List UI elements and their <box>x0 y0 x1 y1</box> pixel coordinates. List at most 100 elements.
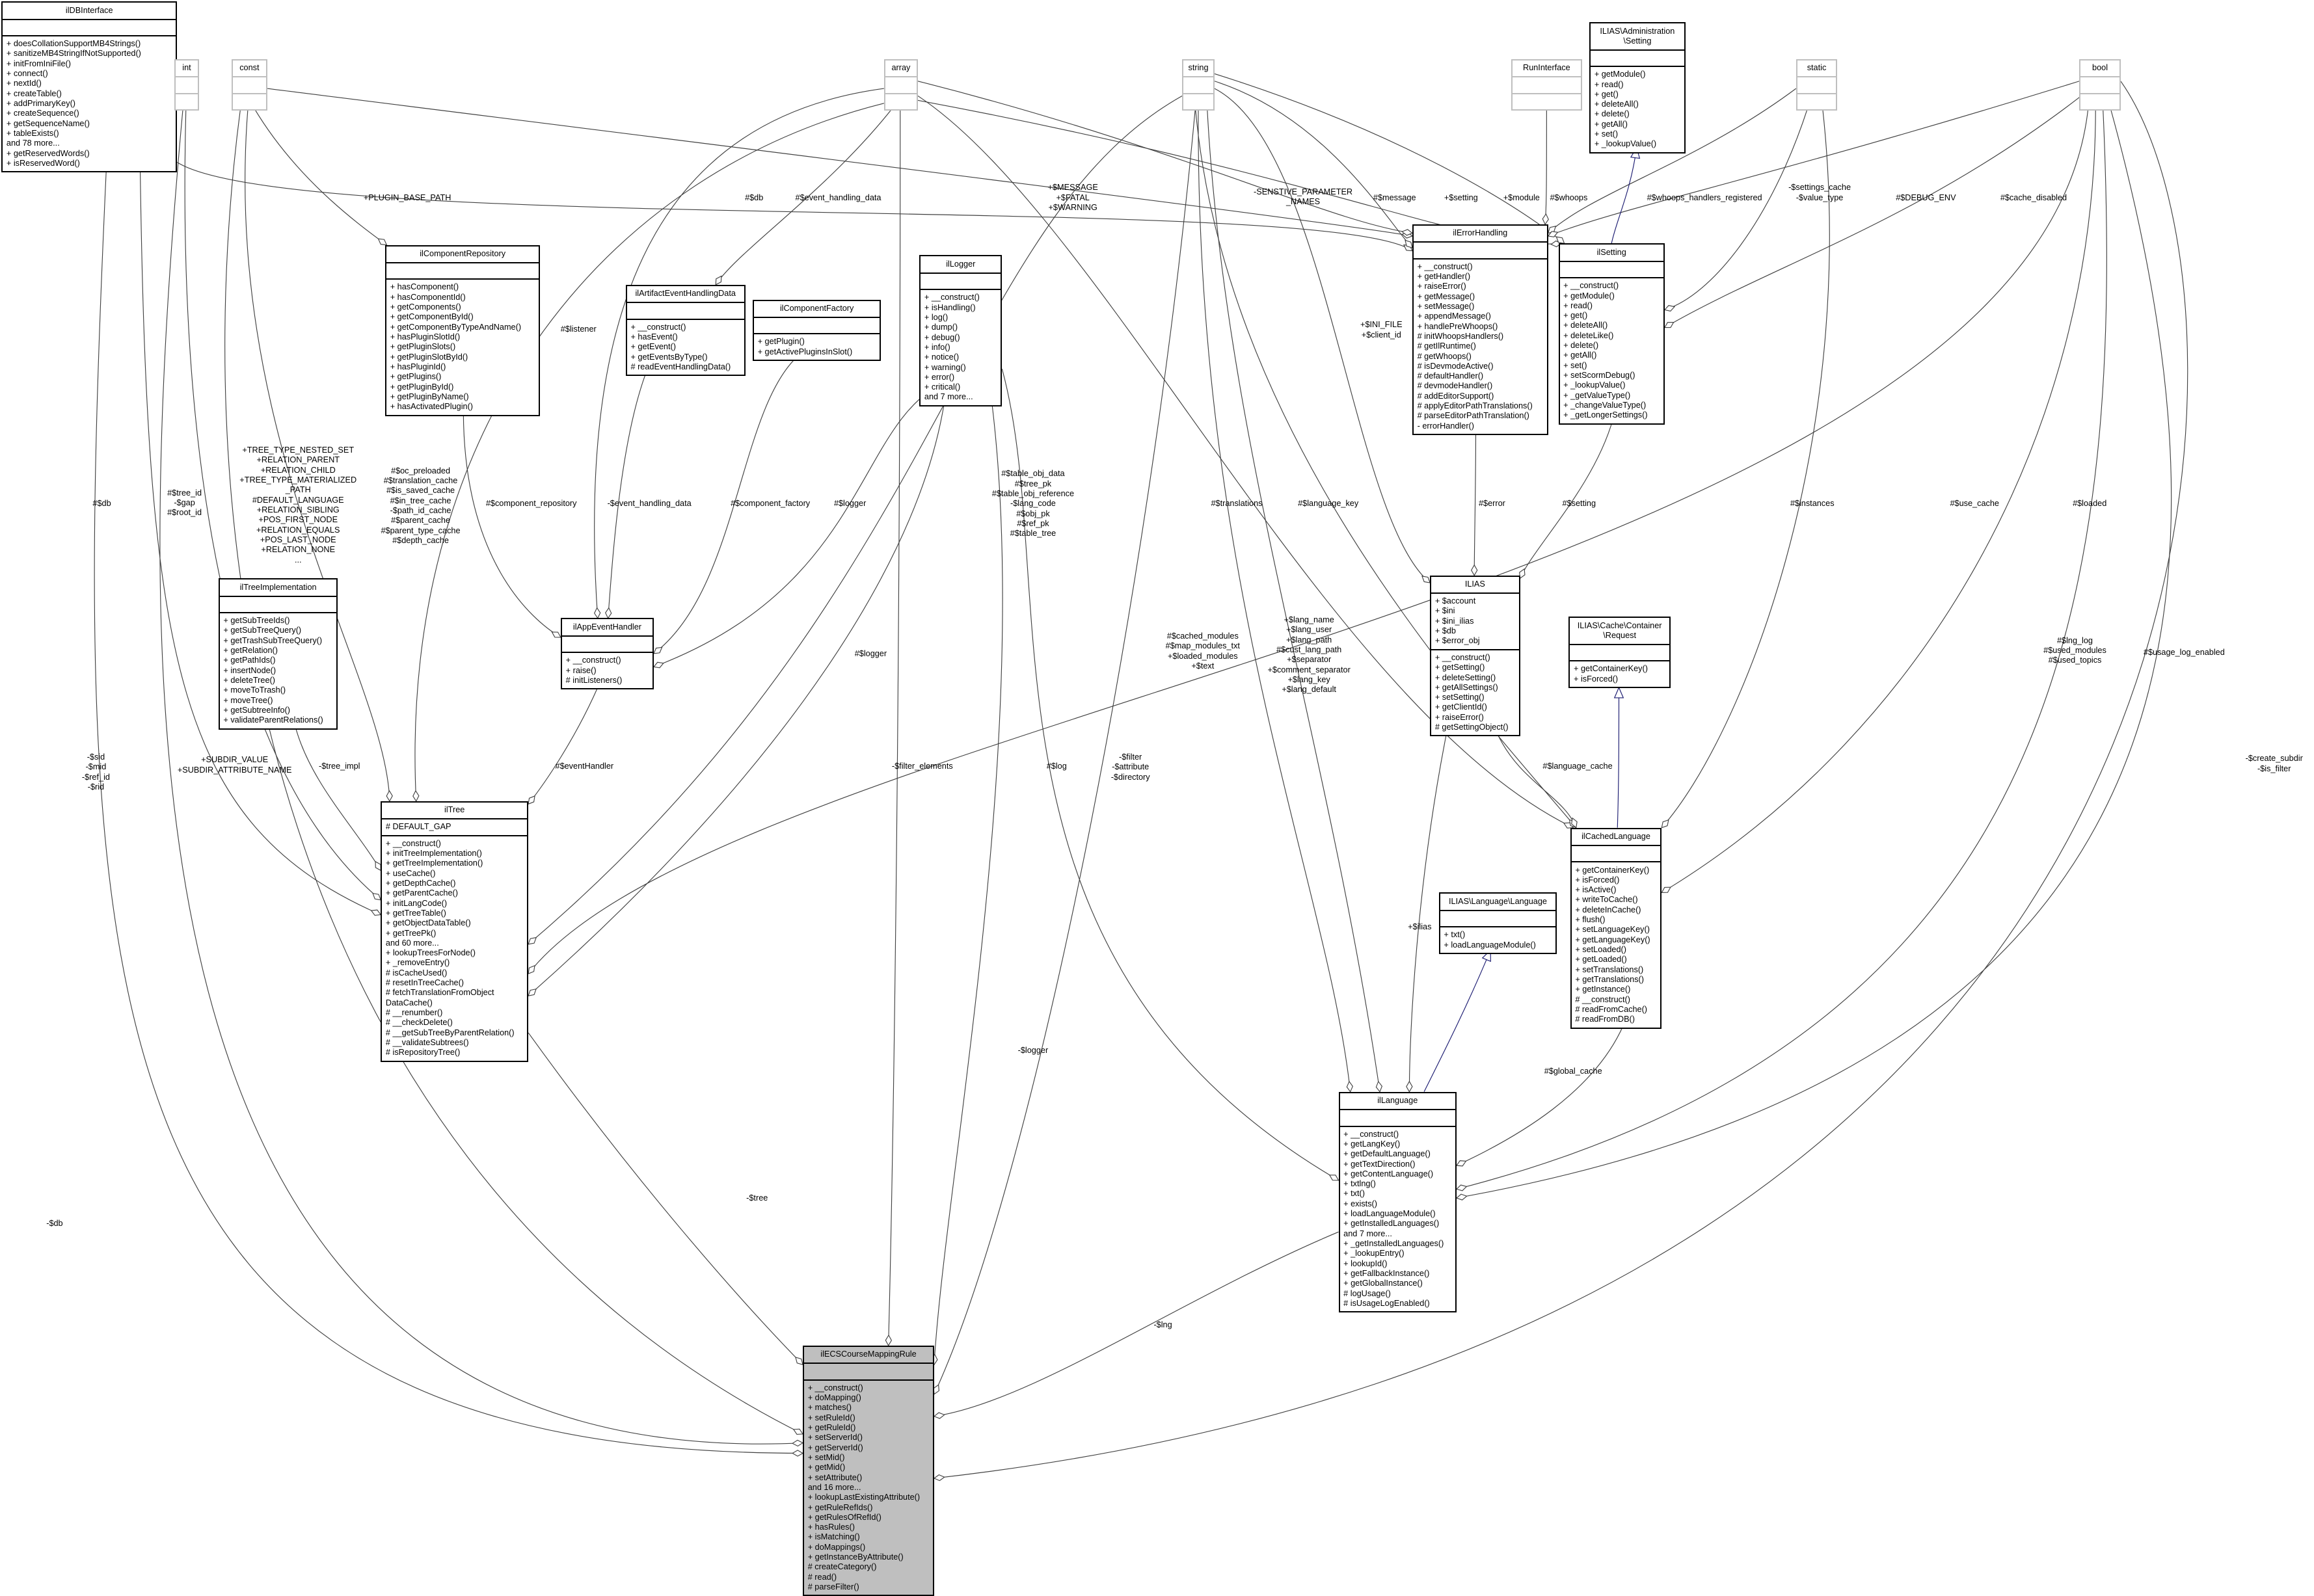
method: + lookupTreesForNode() <box>385 948 476 958</box>
class-box-iltree[interactable]: ilTree# DEFAULT_GAP+ __construct()+ init… <box>381 801 529 1062</box>
method: - errorHandler() <box>1417 421 1475 431</box>
method: and 60 more... <box>385 938 439 948</box>
method: + doesCollationSupportMB4Strings() <box>6 39 141 49</box>
edge-label: #$eventHandler <box>555 761 614 771</box>
attributes-section <box>3 20 176 37</box>
edge-label: #$language_cache <box>1542 761 1613 771</box>
class-name: ilLogger <box>921 256 1001 274</box>
edge-label: #$setting <box>1562 498 1596 508</box>
method: + getClientId() <box>1434 702 1487 712</box>
class-box-ilcomponentrepository[interactable]: ilComponentRepository+ hasComponent()+ h… <box>385 245 541 416</box>
aggregation-edge <box>528 687 599 805</box>
method: + __construct() <box>1343 1129 1399 1139</box>
class-box-ilias[interactable]: ILIAS+ $account+ $ini+ $ini_ilias+ $db+ … <box>1430 575 1520 737</box>
method: + addPrimaryKey() <box>6 99 76 109</box>
aggregation-edge <box>888 107 901 1346</box>
method: + getMessage() <box>1417 291 1475 301</box>
class-box-ilcomponentfactory[interactable]: ilComponentFactory+ getPlugin()+ getActi… <box>752 299 881 362</box>
method: + txt() <box>1343 1189 1365 1199</box>
edge-label: -$sid -$mid -$ref_id -$rid <box>81 752 110 791</box>
method: # parseFilter() <box>807 1582 859 1592</box>
edge-label: #$log <box>1046 761 1067 771</box>
aggregation-diamond <box>1519 568 1526 579</box>
attributes-section <box>562 637 652 654</box>
class-box-int[interactable]: int <box>174 59 200 111</box>
class-box-ilcachedlanguage[interactable]: ilCachedLanguage+ getContainerKey()+ isF… <box>1570 827 1662 1029</box>
class-name: ilDBInterface <box>3 3 176 20</box>
aggregation-edge <box>934 401 1003 1365</box>
class-name: array <box>885 60 917 78</box>
attributes-section <box>626 303 744 320</box>
aggregation-edge <box>1456 107 2107 1190</box>
method: + deleteSetting() <box>1434 672 1496 682</box>
class-box-bool[interactable]: bool <box>2079 59 2121 111</box>
method: + getContainerKey() <box>1575 865 1650 875</box>
class-box-ilartifacteventhandlingdata[interactable]: ilArtifactEventHandlingData+ __construct… <box>625 284 746 377</box>
class-box-iltreeimplementation[interactable]: ilTreeImplementation+ getSubTreeIds()+ g… <box>218 578 338 730</box>
attribute: + $ini <box>1434 606 1455 616</box>
aggregation-edge <box>1001 368 1339 1181</box>
method: # defaultHandler() <box>1417 371 1484 381</box>
attributes-section: + $account+ $ini+ $ini_ilias+ $db+ $erro… <box>1431 594 1519 650</box>
aggregation-diamond <box>1405 239 1413 248</box>
class-name: ILIAS\Administration \Setting <box>1591 23 1684 51</box>
class-box-ilappeventhandler[interactable]: ilAppEventHandler+ __construct()+ raise(… <box>561 618 654 690</box>
attributes-section <box>804 1364 933 1381</box>
aggregation-edge <box>715 107 893 286</box>
inheritance-edge <box>1617 687 1620 828</box>
class-box-ilsetting[interactable]: ilSetting+ __construct()+ getModule()+ r… <box>1558 243 1665 425</box>
class-name: ilArtifactEventHandlingData <box>626 286 744 304</box>
method: + getPlugins() <box>390 372 442 382</box>
edge-label: -$create_subdir -$is_filter <box>2245 754 2303 773</box>
class-box-ilias-administration-setting[interactable]: ILIAS\Administration \Setting+ getModule… <box>1589 22 1686 153</box>
class-box-const[interactable]: const <box>232 59 267 111</box>
aggregation-edge <box>1194 107 1577 828</box>
class-box-illanguage[interactable]: ilLanguage+ __construct()+ getLangKey()+… <box>1338 1091 1457 1313</box>
class-box-ilecscoursemappingrule[interactable]: ilECSCourseMappingRule+ __construct()+ d… <box>803 1345 934 1596</box>
class-box-ilerrorhandling[interactable]: ilErrorHandling+ __construct()+ getHandl… <box>1412 224 1548 436</box>
aggregation-edge <box>917 81 1413 233</box>
edge-label: -$lng <box>1153 1320 1172 1330</box>
class-box-ildbinterface[interactable]: ilDBInterface + doesCollationSupportMB4St… <box>1 1 178 173</box>
method: + getRuleRefIds() <box>807 1502 873 1512</box>
method: + deleteAll() <box>1594 100 1639 109</box>
methods-section: + __construct()+ isHandling()+ log()+ du… <box>921 290 1001 405</box>
attributes-section <box>175 77 198 94</box>
class-box-string[interactable]: string <box>1182 59 1215 111</box>
class-box-ilias-language-language[interactable]: ILIAS\Language\Language+ txt()+ loadLang… <box>1438 892 1557 955</box>
method: + getTreePk() <box>385 928 437 938</box>
methods-section: + __construct()+ raise()# initListeners(… <box>562 653 652 688</box>
method: + deleteLike() <box>1563 330 1614 340</box>
method: + lookupId() <box>1343 1258 1388 1268</box>
attribute: # DEFAULT_GAP <box>385 822 451 832</box>
method: + getContainerKey() <box>1574 664 1648 674</box>
method: + isReservedWord() <box>6 158 80 168</box>
method: + hasPluginId() <box>390 362 446 371</box>
edge-label: -$settings_cache -$value_type <box>1788 183 1851 202</box>
method: + setSetting() <box>1434 693 1485 702</box>
class-box-runinterface[interactable]: RunInterface <box>1511 59 1582 111</box>
class-box-static[interactable]: static <box>1796 59 1838 111</box>
method: + useCache() <box>385 868 436 878</box>
class-name: ilECSCourseMappingRule <box>804 1347 933 1364</box>
method: + getServerId() <box>807 1443 863 1452</box>
class-box-ilias-cache-container-request[interactable]: ILIAS\Cache\Container \Request+ getConta… <box>1568 617 1671 689</box>
aggregation-edge <box>608 371 647 618</box>
edge-label: +$MESSAGE +$FATAL +$WARNING <box>1047 183 1098 212</box>
aggregation-diamond <box>653 646 663 654</box>
method: + doMappings() <box>807 1542 866 1552</box>
method: + getSubtreeInfo() <box>223 705 291 715</box>
aggregation-edge <box>1214 81 1413 248</box>
inheritance-edge <box>1611 147 1637 244</box>
class-box-array[interactable]: array <box>883 59 918 111</box>
method: + raiseError() <box>1417 282 1466 291</box>
class-box-illogger[interactable]: ilLogger + __construct()+ isHandling()+ l… <box>919 255 1002 406</box>
edge-label: #$db <box>92 498 111 508</box>
edge-label: #$event_handling_data <box>795 193 881 203</box>
method: + setLoaded() <box>1575 945 1626 955</box>
method: + getEvent() <box>630 342 676 352</box>
attribute: + $account <box>1434 596 1476 606</box>
methods-section: + getPlugin()+ getActivePluginsInSlot() <box>754 334 880 360</box>
edge-label: #$logger <box>833 498 867 508</box>
